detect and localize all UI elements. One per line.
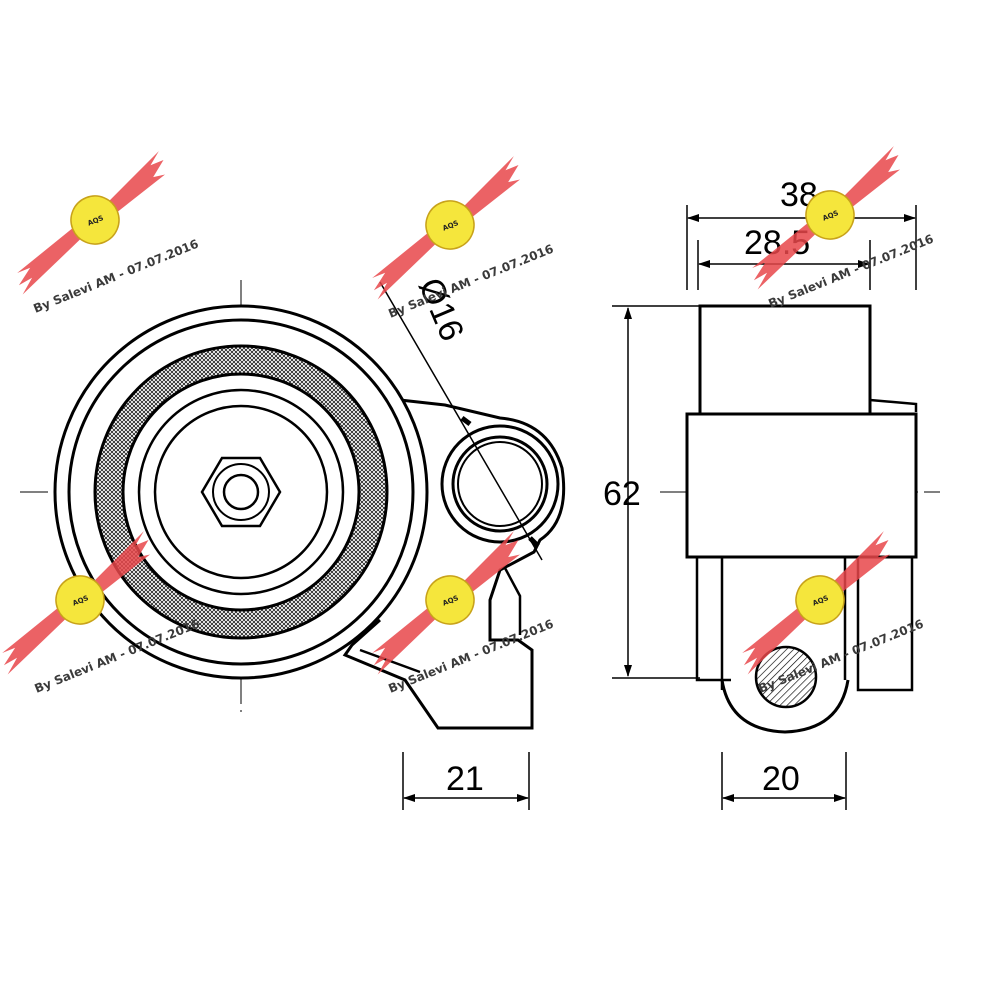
diameter-leader [379, 281, 543, 561]
pivot-boss-side [720, 679, 850, 734]
dim-bracket-width [402, 752, 530, 810]
tensioner-body [685, 412, 918, 559]
lower-bracket [695, 557, 914, 692]
badge [70, 195, 120, 245]
bracket-inner-edge [503, 567, 522, 635]
nut-washer [212, 463, 270, 521]
front-view [20, 280, 566, 810]
pivot-boss [451, 435, 549, 533]
height-label: 62 [603, 475, 641, 513]
pivot-bore [457, 441, 543, 527]
bearing-ring [96, 347, 386, 637]
wing-left [17, 225, 89, 295]
hex-nut [200, 456, 282, 528]
dim-boss-width [721, 752, 847, 810]
wing-right [101, 151, 166, 215]
pulley-inner-race [137, 388, 345, 596]
boss-width-label: 20 [762, 760, 800, 798]
pulley-rim [67, 318, 415, 666]
bracket-width-label: 21 [446, 760, 484, 798]
dim-height [612, 305, 700, 679]
pivot-boss-outer [440, 424, 560, 544]
pivot-pin [754, 645, 818, 709]
watermark-1: AQS By Salevi AM - 07.07.2016 [17, 151, 201, 316]
pulley-hub [153, 404, 329, 580]
pulley-side [698, 304, 872, 416]
bolt-hole [222, 473, 260, 511]
side-view [612, 205, 940, 810]
